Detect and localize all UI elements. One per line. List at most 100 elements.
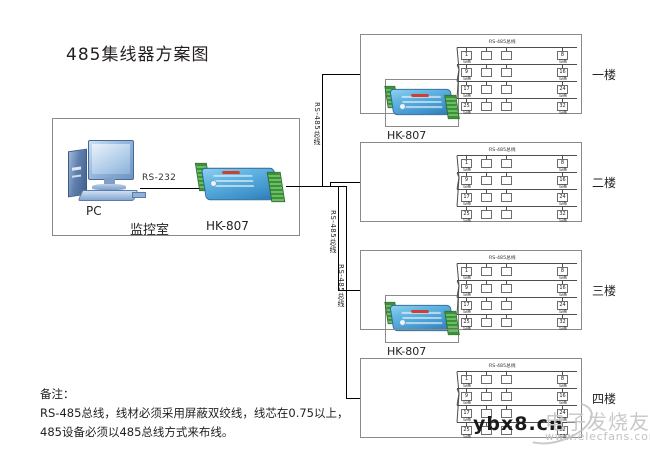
bus-line-2-4 [457, 206, 577, 207]
bus-line-4-2 [457, 388, 577, 389]
node-drop-2-3-2 [506, 189, 507, 193]
device-node-caption: 设备 [462, 327, 471, 332]
device-led-icon [399, 103, 406, 110]
device-node [501, 193, 512, 202]
node-drop-1-1-1 [486, 47, 487, 51]
device-node [557, 392, 568, 401]
node-drop-1-2-1 [486, 64, 487, 68]
rs232-link-label: RS-232 [142, 173, 177, 183]
device-node-caption: 设备 [558, 168, 567, 173]
node-drop-3-3-2 [506, 297, 507, 301]
bus-line-4-3 [457, 405, 577, 406]
device-node-caption: 设备 [558, 276, 567, 281]
device-node-number: 9 [464, 393, 469, 399]
bus-line-3-1 [457, 263, 577, 264]
node-drop-4-3-1 [486, 405, 487, 409]
bus-line-4-1 [457, 371, 577, 372]
device-node [461, 318, 472, 327]
node-drop-2-2-2 [506, 172, 507, 176]
node-drop-end-1-4 [562, 98, 563, 102]
notes-line-1: RS-485总线，线材必须采用屏蔽双绞线，线芯在0.75以上， [40, 406, 349, 420]
device-node [501, 426, 512, 435]
node-drop-1-4-1 [486, 98, 487, 102]
device-node [461, 284, 472, 293]
device-led-icon [399, 319, 406, 326]
device-node-number: 8 [560, 268, 565, 274]
floor-label-4: 四楼 [592, 392, 617, 406]
device-node-caption: 设备 [462, 435, 471, 440]
device-node-caption: 设备 [462, 60, 471, 65]
device-node [501, 159, 512, 168]
device-node-caption: 设备 [558, 384, 567, 389]
device-node-caption: 设备 [462, 185, 471, 190]
node-drop-end-1-3 [562, 81, 563, 85]
device-node [481, 193, 492, 202]
node-drop-end-2-2 [562, 172, 563, 176]
floor-label-3: 三楼 [592, 284, 617, 298]
device-node [557, 267, 568, 276]
device-node-number: 25 [463, 319, 470, 325]
device-node-caption: 设备 [558, 77, 567, 82]
device-node-number: 24 [559, 86, 566, 92]
node-drop-3-4-2 [506, 314, 507, 318]
bus-line-1-3 [457, 81, 577, 82]
device-stripe [402, 106, 443, 109]
node-drop-2-1-2 [506, 155, 507, 159]
device-stripe [213, 179, 254, 182]
device-node [501, 102, 512, 111]
device-node [481, 392, 492, 401]
device-node-number: 32 [559, 211, 566, 217]
node-drop-2-4-0 [466, 206, 467, 210]
device-node-caption: 设备 [462, 310, 471, 315]
device-node [481, 159, 492, 168]
node-drop-end-3-3 [562, 297, 563, 301]
trunk-branch-4 [346, 398, 360, 399]
node-drop-end-4-4 [562, 422, 563, 426]
device-node-caption: 设备 [462, 384, 471, 389]
bus-line-3-3 [457, 297, 577, 298]
device-node [461, 267, 472, 276]
monitoring-room-box [52, 118, 300, 236]
device-node [481, 176, 492, 185]
node-drop-4-4-0 [466, 422, 467, 426]
node-drop-4-2-2 [506, 388, 507, 392]
device-node-number: 32 [559, 103, 566, 109]
device-node [461, 51, 472, 60]
device-node-number: 8 [560, 376, 565, 382]
trunk-branch-2 [330, 182, 360, 183]
device-node [481, 284, 492, 293]
device-node [481, 318, 492, 327]
node-drop-end-3-1 [562, 263, 563, 267]
device-node [461, 85, 472, 94]
device-node [557, 102, 568, 111]
device-node-number: 25 [463, 103, 470, 109]
device-node-number: 1 [464, 160, 469, 166]
device-node-caption: 设备 [462, 293, 471, 298]
trunk-spine-1 [322, 74, 323, 186]
node-drop-4-2-1 [486, 388, 487, 392]
device-node-number: 16 [559, 177, 566, 183]
device-node-caption: 设备 [462, 111, 471, 116]
pc-monitor-base-icon [92, 184, 126, 190]
device-node [481, 210, 492, 219]
bus-line-1-4 [457, 98, 577, 99]
device-node-caption: 设备 [462, 276, 471, 281]
bus-header-label-2: RS-485总线 [489, 147, 516, 153]
floor-hub-label-1: HK-807 [387, 129, 427, 142]
device-node [481, 426, 492, 435]
trunk-label-4: RS-485总线 [337, 264, 345, 308]
device-node-number: 32 [559, 319, 566, 325]
device-node [557, 375, 568, 384]
bus-line-2-3 [457, 189, 577, 190]
node-drop-1-3-1 [486, 81, 487, 85]
device-node-caption: 设备 [462, 401, 471, 406]
watermark-brand-cn: 电子发烧友 [545, 410, 650, 434]
node-drop-4-1-2 [506, 371, 507, 375]
device-node-caption: 设备 [558, 401, 567, 406]
device-node-caption: 设备 [462, 202, 471, 207]
node-drop-2-3-1 [486, 189, 487, 193]
device-node [501, 267, 512, 276]
device-stripe [212, 174, 253, 177]
device-node [481, 85, 492, 94]
